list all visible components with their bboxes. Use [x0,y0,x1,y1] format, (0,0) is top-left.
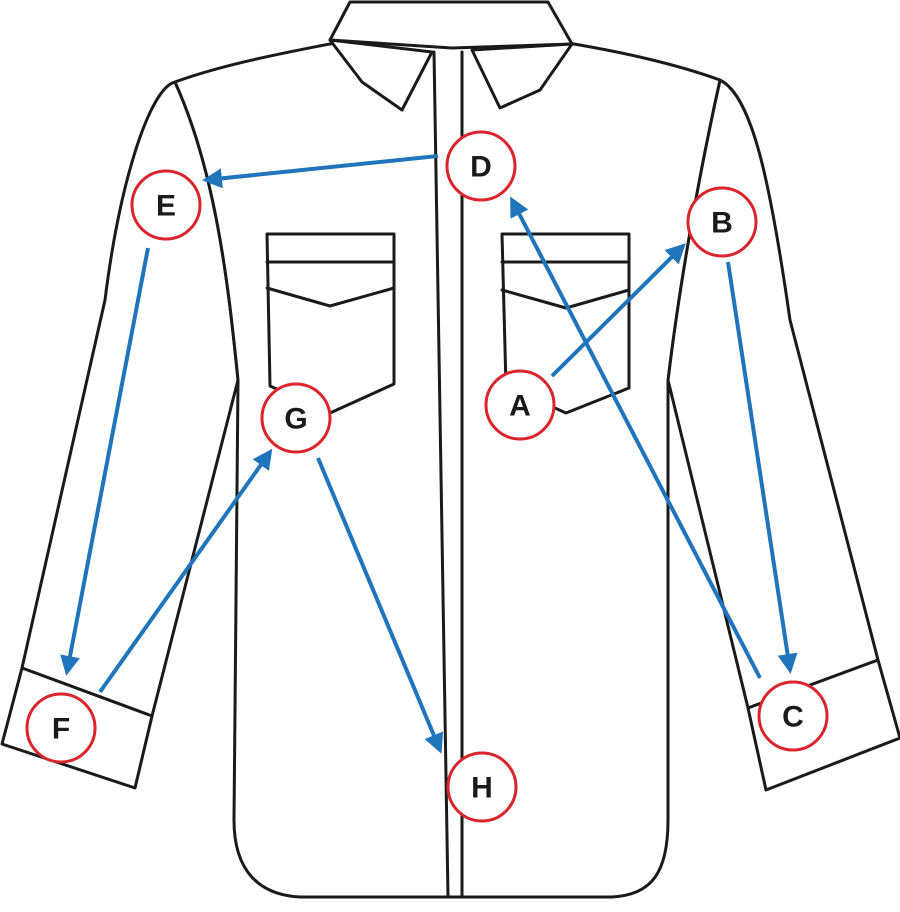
marker-label-b: B [711,207,733,240]
arrow-b-to-c [726,261,798,674]
placket-left-edge [432,50,450,899]
marker-f: F [25,692,97,764]
left-collar-flap [328,38,434,112]
arrow-e-to-f [60,247,150,676]
marker-b: B [686,186,758,258]
collar-band [328,0,574,50]
marker-label-e: E [156,190,176,223]
marker-ring-d [445,130,517,202]
marker-a: A [484,369,556,441]
marker-ring-f [25,692,97,764]
arrow-g-to-h [316,457,444,754]
arrow-c-to-d [510,196,762,679]
marker-c: C [757,680,829,752]
marker-label-h: H [471,772,493,805]
marker-ring-g [260,382,332,454]
arrow-d-to-e [202,154,439,189]
right-collar-flap [470,42,574,110]
marker-label-c: C [782,701,804,734]
marker-g: G [260,382,332,454]
arrow-f-to-g [98,448,273,694]
marker-ring-b [686,186,758,258]
marker-label-g: G [284,403,307,436]
arrow-a-to-b [550,243,686,378]
marker-ring-c [757,680,829,752]
marker-label-f: F [52,713,70,746]
marker-label-d: D [470,151,492,184]
measurement-markers: A B C D E F G H [25,130,829,823]
marker-ring-h [446,751,518,823]
marker-label-a: A [509,390,531,423]
marker-h: H [446,751,518,823]
marker-e: E [130,169,202,241]
marker-d: D [445,130,517,202]
left-pocket-flap [265,286,396,308]
left-pocket [265,232,396,415]
measurement-arrows [60,154,798,754]
marker-ring-a [484,369,556,441]
marker-ring-e [130,169,202,241]
